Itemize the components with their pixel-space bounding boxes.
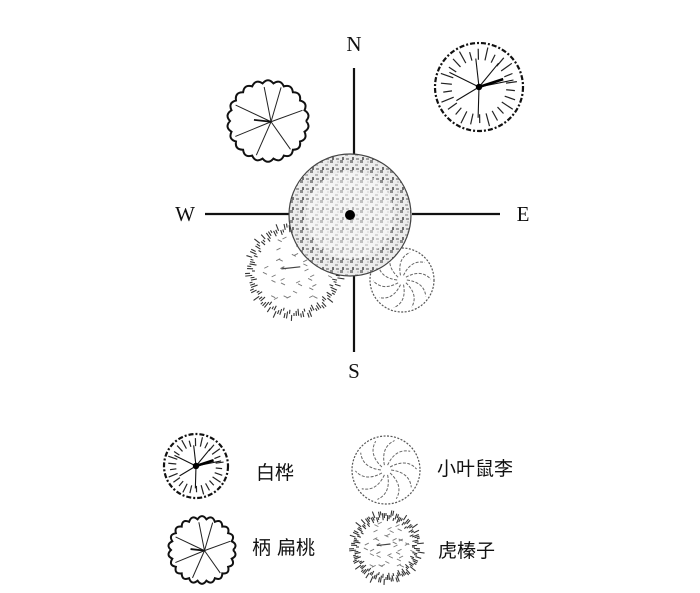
legend-label-flat-peach: 柄 扁桃 xyxy=(252,537,315,559)
map-tree-symbols xyxy=(226,41,525,321)
legend-symbols xyxy=(162,432,425,585)
legend-label-small-leaf-buckthorn: 小叶鼠李 xyxy=(437,458,513,480)
legend-hazel-icon xyxy=(349,510,425,585)
legend-flat-peach-icon xyxy=(167,515,237,585)
legend-small-leaf-buckthorn-icon xyxy=(351,435,421,505)
legend-label-birch: 白桦 xyxy=(256,462,294,484)
map-birch-symbol xyxy=(433,41,525,133)
compass-south-label: S xyxy=(348,359,360,383)
compass xyxy=(205,68,500,352)
compass-north-label: N xyxy=(346,32,361,56)
map-central-tree-symbol xyxy=(288,153,412,277)
legend-label-hazel: 虎榛子 xyxy=(438,540,495,562)
map-flat-peach-symbol xyxy=(226,79,310,163)
legend-birch-icon xyxy=(162,432,230,500)
compass-west-label: W xyxy=(175,202,195,226)
compass-east-label: E xyxy=(517,202,530,226)
